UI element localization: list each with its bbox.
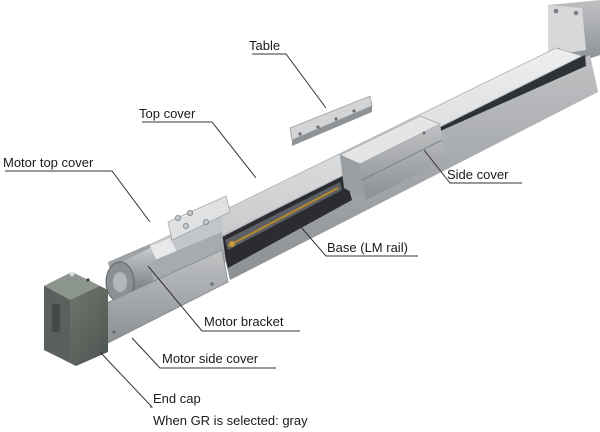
- label-base: Base (LM rail): [327, 240, 408, 255]
- leader-motor-side-cover: [131, 337, 276, 369]
- label-top-cover: Top cover: [139, 106, 196, 121]
- table-block: [289, 95, 373, 146]
- label-motor-bracket: Motor bracket: [204, 314, 284, 329]
- label-table: Table: [249, 38, 281, 53]
- motor-top-cover-plate: [167, 195, 231, 241]
- leader-end-cap: [99, 351, 154, 408]
- leader-motor-bracket: [147, 265, 300, 332]
- far-end-block: [548, 0, 600, 62]
- label-motor-top-cover: Motor top cover: [3, 155, 94, 170]
- side-cover-block: [339, 115, 446, 200]
- label-side-cover: Side cover: [447, 167, 509, 182]
- leader-base: [299, 225, 418, 257]
- leader-top-cover: [142, 121, 257, 179]
- leader-table: [252, 53, 327, 109]
- label-end-cap: End cap: [153, 391, 201, 406]
- label-end-cap-note: When GR is selected: gray: [153, 413, 308, 428]
- rail-side-slot: [415, 55, 586, 141]
- leader-lines: [5, 53, 522, 408]
- label-motor-side-cover: Motor side cover: [162, 351, 259, 366]
- end-cap: [44, 271, 108, 366]
- leader-side-cover: [423, 149, 522, 184]
- leader-motor-top-cover: [5, 170, 151, 223]
